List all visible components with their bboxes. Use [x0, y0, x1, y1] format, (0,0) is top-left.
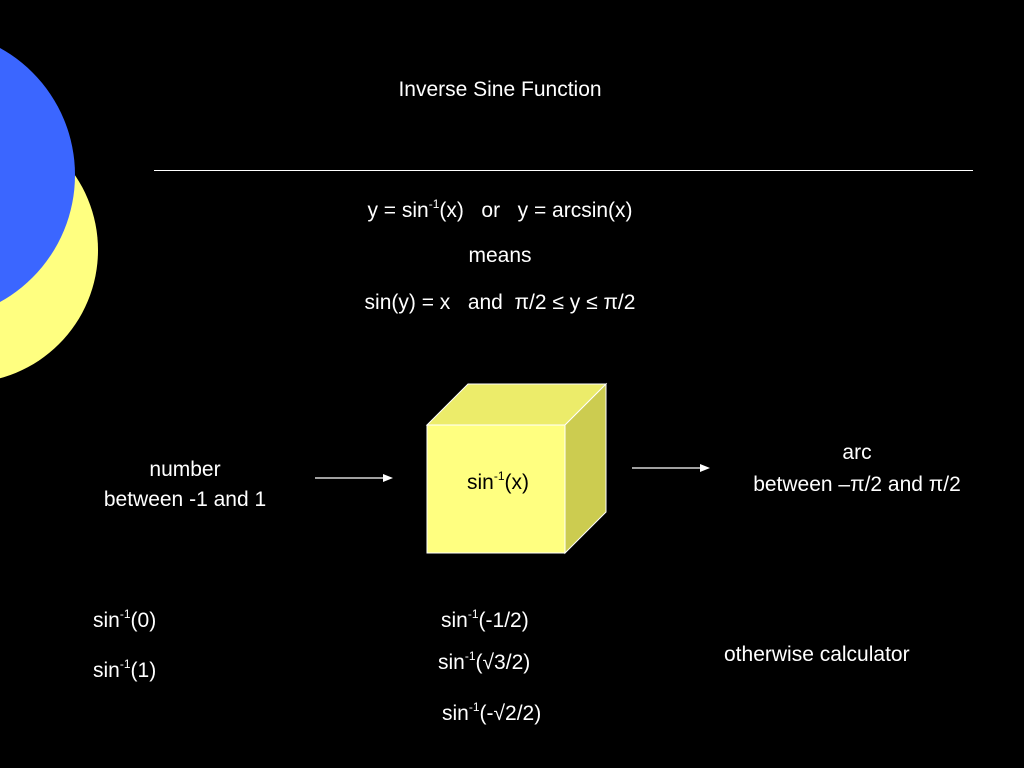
example-sin-inv-neg-sqrt2-half: sin-1(-√2/2)	[442, 700, 542, 725]
output-label: arc between –π/2 and π/2	[712, 437, 1002, 501]
function-box-label: sin-1(x)	[466, 469, 530, 494]
example-sin-inv-sqrt3-half: sin-1(√3/2)	[438, 649, 531, 674]
output-label-line-1: arc	[842, 441, 872, 464]
example-sin-inv-neg-half: sin-1(-1/2)	[441, 607, 529, 632]
calculator-note: otherwise calculator	[724, 643, 910, 666]
cube-front-face	[426, 424, 566, 554]
title-divider	[154, 170, 973, 171]
definition-lhs: y = sin-1(x)	[367, 197, 464, 222]
definition-line-1: y = sin-1(x) or y = arcsin(x)	[250, 197, 750, 222]
example-sin-inv-1: sin-1(1)	[93, 657, 157, 682]
definition-equation: sin(y) = x	[364, 291, 451, 314]
slide-title: Inverse Sine Function	[398, 78, 602, 101]
blue-circle	[0, 48, 75, 302]
definition-range: π/2 ≤ y ≤ π/2	[514, 291, 636, 314]
definition-means: means	[468, 244, 532, 267]
output-label-line-2: between –π/2 and π/2	[753, 473, 961, 496]
definition-and: and	[467, 291, 503, 314]
definition-arcsin: y = arcsin(x)	[517, 199, 633, 222]
input-label-line-1: number	[149, 458, 221, 481]
input-label: number between -1 and 1	[70, 455, 300, 515]
output-arrow	[632, 464, 710, 472]
example-sin-inv-0: sin-1(0)	[93, 607, 157, 632]
decorative-circles	[0, 48, 98, 379]
input-arrow	[315, 474, 393, 482]
input-label-line-2: between -1 and 1	[103, 488, 267, 511]
function-box-cube	[425, 382, 608, 555]
definition-line-3: sin(y) = x and π/2 ≤ y ≤ π/2	[250, 292, 750, 313]
definition-or: or	[481, 199, 501, 222]
